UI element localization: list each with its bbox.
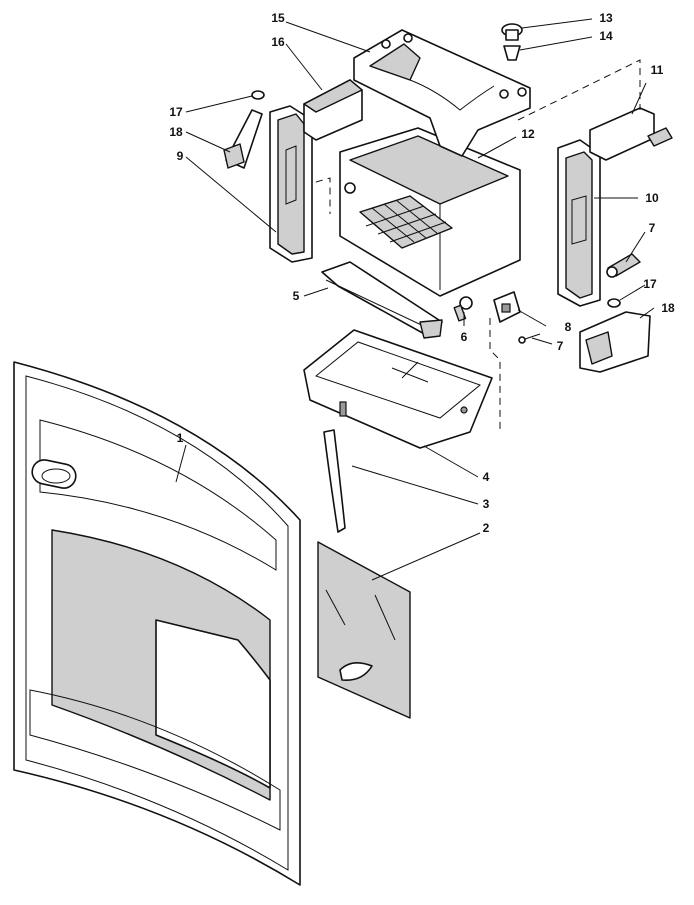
callout-9: 9 [177,149,184,163]
gasket-strip [323,429,346,533]
callout-13: 13 [599,11,613,25]
top-chute-cover [353,29,531,157]
callout-5: 5 [293,289,300,303]
callout-18-upper: 18 [169,125,183,139]
mounting-block [303,79,363,141]
callout-17-upper: 17 [169,105,183,119]
ice-bin [339,127,521,297]
hinge-18-right [579,311,651,373]
callout-15: 15 [271,11,285,25]
callout-2: 2 [483,521,490,535]
callout-14: 14 [599,29,613,43]
right-side-rail [557,139,601,307]
callout-16: 16 [271,35,285,49]
callout-3: 3 [483,497,490,511]
screw-7-lower [518,333,541,344]
screw-7-upper [606,253,641,278]
callout-17-lower: 17 [643,277,657,291]
clip-bracket [493,291,521,323]
callout-18-lower: 18 [661,301,675,315]
nut-17-upper [251,90,265,100]
spring-14 [503,45,521,61]
callout-10: 10 [645,191,659,205]
window-panel [317,541,411,719]
upper-right-hinge [589,107,673,161]
callout-6: 6 [461,330,468,344]
callout-1: 1 [177,431,184,445]
left-side-rail [269,105,313,263]
callout-labels: 1 2 3 4 5 6 7 7 8 9 10 11 12 13 14 15 16… [169,11,675,535]
nut-17-lower [607,298,621,308]
callout-12: 12 [521,127,535,141]
actuator-bar [321,261,443,339]
drip-tray [303,329,493,449]
alignment-dashed-lines [315,59,641,430]
leader-lines [175,18,655,581]
knob-13 [501,23,523,41]
front-bezel-panel [13,361,301,886]
callout-7-upper: 7 [649,221,656,235]
hinge-18-left [223,109,263,169]
callout-7-lower: 7 [557,339,564,353]
callout-11: 11 [651,63,664,77]
screw-6 [453,296,473,322]
callout-8: 8 [565,320,572,334]
callout-4: 4 [483,470,490,484]
